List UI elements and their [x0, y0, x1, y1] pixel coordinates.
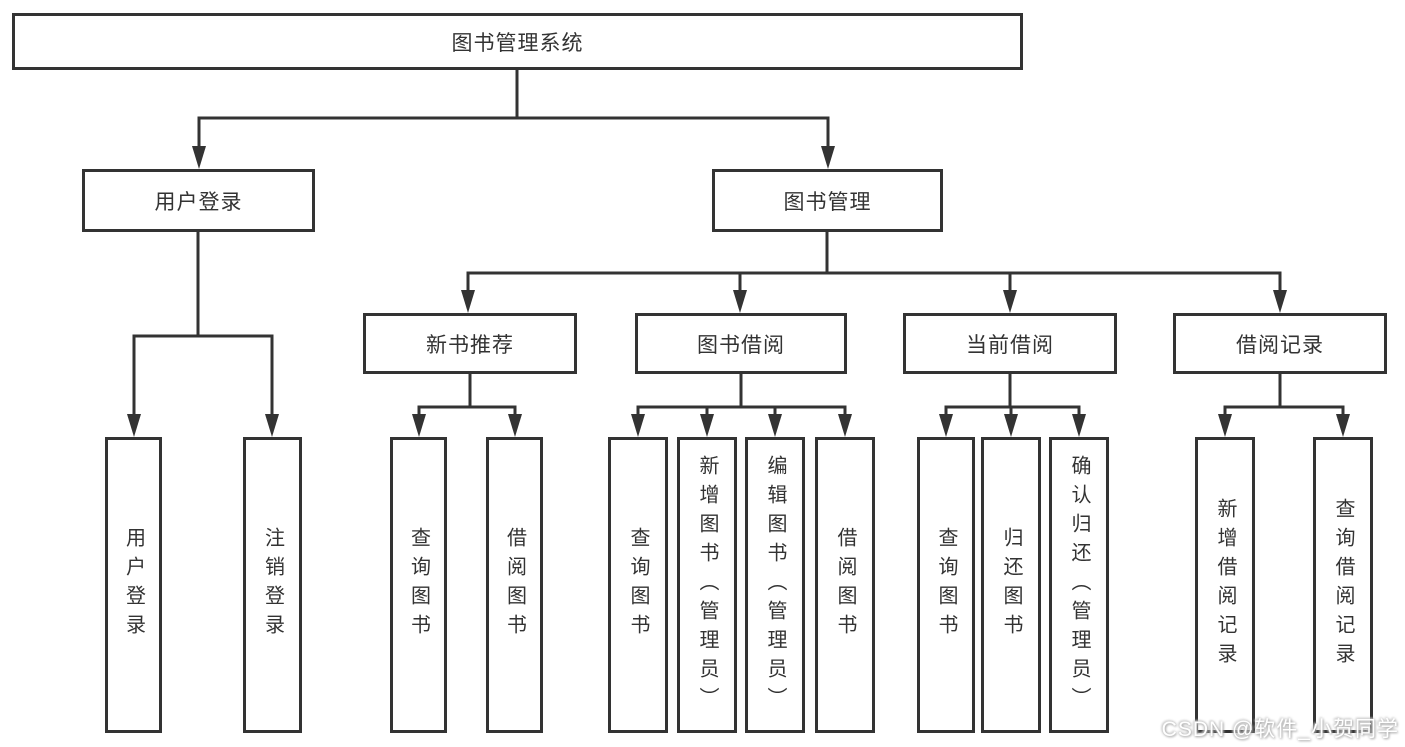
leaf-label: 归还图书	[1000, 527, 1022, 643]
node-new-book-recommend: 新书推荐	[363, 313, 577, 374]
leaf-query-borrow-record: 查询借阅记录	[1313, 437, 1373, 733]
node-book-borrow: 图书借阅	[635, 313, 847, 374]
leaf-label: 注销登录	[261, 527, 284, 643]
leaf-label: 用户登录	[122, 527, 145, 643]
node-label: 当前借阅	[966, 333, 1054, 357]
node-label: 图书管理系统	[451, 31, 584, 55]
leaf-return-book: 归还图书	[981, 437, 1041, 733]
node-library-management-system: 图书管理系统	[12, 13, 1023, 70]
leaf-label: 编辑图书（管理员）	[764, 454, 786, 716]
leaf-edit-book-admin: 编辑图书（管理员）	[745, 437, 805, 733]
node-current-borrow: 当前借阅	[903, 313, 1117, 374]
leaf-label: 新增借阅记录	[1214, 498, 1236, 672]
node-label: 图书借阅	[697, 333, 785, 357]
leaf-label: 查询借阅记录	[1332, 498, 1354, 672]
leaf-label: 查询图书	[407, 527, 430, 643]
node-user-login: 用户登录	[82, 169, 315, 232]
leaf-user-login: 用户登录	[105, 437, 162, 733]
node-label: 用户登录	[154, 190, 243, 214]
leaf-logout: 注销登录	[243, 437, 302, 733]
node-label: 借阅记录	[1236, 333, 1324, 357]
leaf-query-books-1: 查询图书	[390, 437, 447, 733]
leaf-label: 查询图书	[627, 527, 649, 643]
leaf-borrow-books-1: 借阅图书	[486, 437, 543, 733]
leaf-add-book-admin: 新增图书（管理员）	[677, 437, 737, 733]
leaf-confirm-return-admin: 确认归还（管理员）	[1049, 437, 1109, 733]
csdn-watermark: CSDN @软件_小贺同学	[1161, 718, 1399, 741]
node-borrow-records: 借阅记录	[1173, 313, 1387, 374]
leaf-borrow-books-2: 借阅图书	[815, 437, 875, 733]
leaf-add-borrow-record: 新增借阅记录	[1195, 437, 1255, 733]
node-label: 新书推荐	[426, 333, 514, 357]
leaf-label: 新增图书（管理员）	[696, 454, 718, 716]
leaf-label: 查询图书	[935, 527, 957, 643]
node-book-management: 图书管理	[712, 169, 943, 232]
leaf-label: 确认归还（管理员）	[1068, 454, 1090, 716]
leaf-label: 借阅图书	[834, 527, 856, 643]
leaf-query-books-3: 查询图书	[917, 437, 975, 733]
leaf-query-books-2: 查询图书	[608, 437, 668, 733]
leaf-label: 借阅图书	[503, 527, 526, 643]
node-label: 图书管理	[783, 190, 872, 214]
